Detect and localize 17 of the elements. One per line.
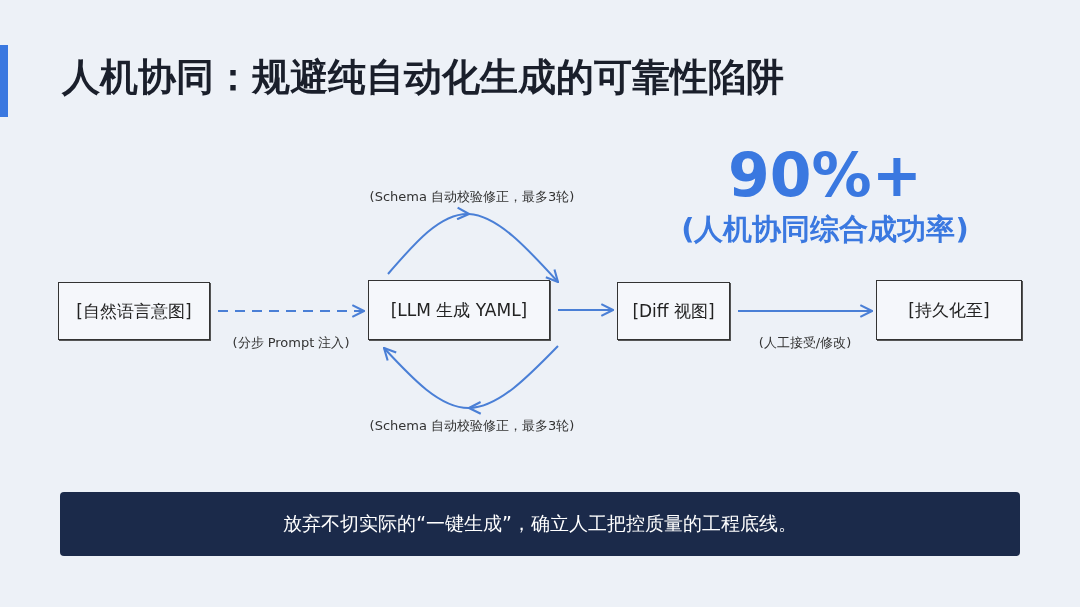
process-box: [LLM 生成 YAML]	[368, 280, 550, 340]
slide-title: 人机协同：规避纯自动化生成的可靠性陷阱	[62, 54, 784, 101]
arrow	[217, 304, 366, 318]
process-box: [Diff 视图]	[617, 282, 730, 340]
big-stat: 90%+	[727, 140, 923, 210]
loop-arrow	[383, 345, 559, 415]
edge-label: (Schema 自动校验修正，最多3轮)	[368, 417, 576, 435]
summary-banner: 放弃不切实际的“一键生成”，确立人工把控质量的工程底线。	[60, 492, 1020, 556]
arrow	[557, 303, 615, 317]
process-box: [自然语言意图]	[58, 282, 210, 340]
process-box: [持久化至]	[876, 280, 1022, 340]
edge-label: (Schema 自动校验修正，最多3轮)	[368, 188, 576, 206]
arrow	[737, 304, 874, 318]
loop-arrow	[387, 206, 559, 283]
edge-label: (人工接受/修改)	[757, 334, 853, 352]
stat-caption: (人机协同综合成功率)	[680, 211, 970, 248]
edge-label: (分步 Prompt 注入)	[231, 334, 351, 352]
